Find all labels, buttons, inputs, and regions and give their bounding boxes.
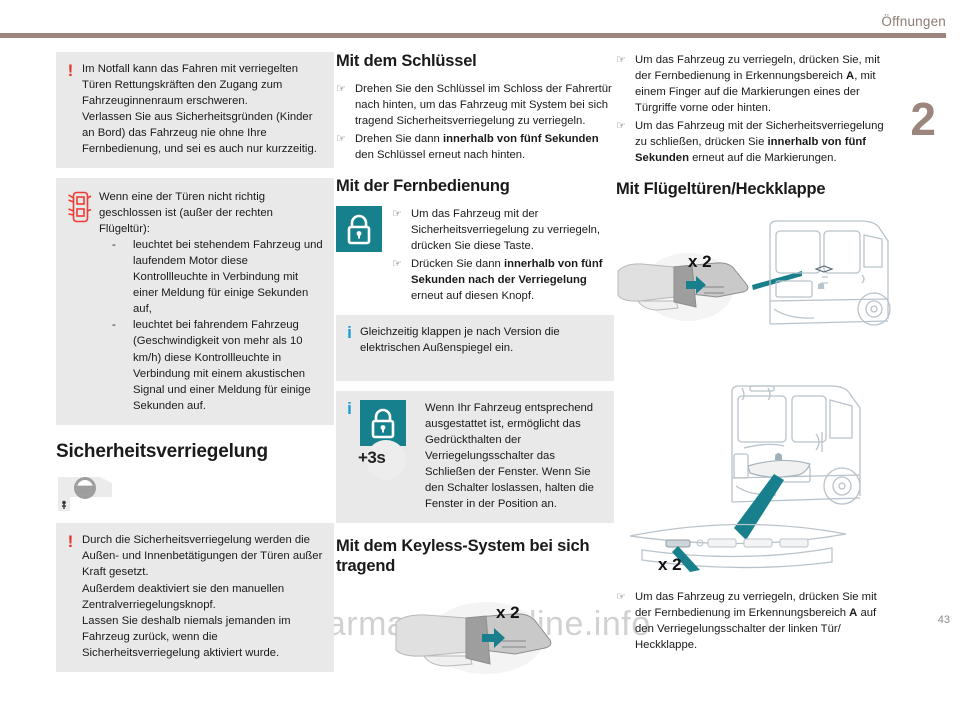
remote-instruction-block: ☞ Um das Fahrzeug mit der Sicherheitsver… [336,205,614,306]
hand-bullet-icon: ☞ [392,257,402,270]
heading-keyless-system: Mit dem Keyless-System bei sich tragend [336,537,590,575]
list-item: ☞ Um das Fahrzeug mit der Sicherheitsver… [616,118,894,166]
tailgate-lock-instruction-list: ☞ Um das Fahrzeug zu verriegeln, drücken… [616,589,894,653]
list-item-text-pre: Um das Fahrzeug zu verriegeln, drücken S… [635,591,877,620]
warning-callout-emergency: ! Im Notfall kann das Fahren mit verrieg… [56,52,334,169]
hand-pressing-remote-illustration: x 2 [336,586,614,691]
heading-sicherheitsverriegelung: Sicherheitsverriegelung [56,440,268,462]
hand-remote-van-rear-illustration: x 2 [616,209,894,364]
list-item-text: leuchtet bei fahrendem Fahrzeug (Geschwi… [133,319,311,412]
lock-button-icon [360,399,406,446]
list-item-text-bold: innerhalb von fünf Sekunden [442,132,599,145]
brand-emblem: ☗ [817,281,825,291]
list-item-text-post: erneut auf die Markierungen. [689,152,837,165]
warning-text-line-1: Im Notfall kann das Fahren mit verriegel… [82,63,298,108]
list-item-text-pre: Drücken Sie dann [411,257,504,270]
warning-icon: ! [67,61,74,80]
list-item: ☞ Drehen Sie dann innerhalb von fünf Sek… [336,131,614,163]
list-item-text-post: erneut auf diesen Knopf. [411,289,535,302]
x2-label: x 2 [496,603,520,622]
list-item: - leuchtet bei fahrendem Fahrzeug (Gesch… [99,317,324,413]
hand-bullet-icon: ☞ [616,120,626,133]
hand-bullet-icon: ☞ [336,132,346,145]
column-middle: Mit dem Schlüssel ☞ Drehen Sie den Schlü… [336,52,614,701]
list-item: - leuchtet bei stehendem Fahrzeug und la… [99,237,324,317]
info-text: Wenn Ihr Fahrzeug entsprechend ausgestat… [425,401,594,511]
plus-3-seconds-icon: +3s [358,439,406,480]
dash-marker: - [112,319,116,332]
warning-text-line-3: Lassen Sie deshalb niemals jemanden im F… [82,614,291,659]
clock-dial [366,439,406,480]
list-item-text-pre: Drehen Sie dann [355,132,443,145]
heading-mit-der-fernbedienung: Mit der Fernbedienung [336,176,510,195]
hand-bullet-icon: ☞ [616,54,626,66]
list-item-text-bold: innerhalb von fünf Sekunden [635,136,867,165]
header-divider [0,33,946,38]
dash-marker: - [112,239,116,252]
page-section-title: Öffnungen [881,14,946,29]
brand-emblem: ☗ [774,452,783,463]
lock-button-icon [336,205,382,252]
steering-wheel-icon [56,473,120,513]
list-item-text-pre: Um das Fahrzeug zu verriegeln, drücken S… [635,54,880,83]
door-ajar-callout: Wenn eine der Türen nicht richtig geschl… [56,178,334,425]
list-item: ☞ Um das Fahrzeug zu verriegeln, drücken… [616,589,894,653]
manual-page: Öffnungen 2 43 carmanualsonline.info ! I… [0,14,950,674]
clock-label: +3s [358,447,386,467]
list-item-text-pre: Drehen Sie den Schlüssel im Schloss der … [355,82,612,127]
info-text: Gleichzeitig klappen je nach Version die… [360,325,560,354]
warning-text-line-2: Außerdem deaktiviert sie den manuellen Z… [82,582,285,611]
list-item-text-pre: Um das Fahrzeug mit der Sicherheitsverri… [635,120,884,149]
remote-instruction-list: ☞ Um das Fahrzeug mit der Sicherheitsver… [392,206,614,304]
van-rear-tailgate-handle-illustration: ☗ x 2 [616,374,894,579]
list-item-text: leuchtet bei stehendem Fahrzeug und lauf… [133,239,323,316]
list-item: ☞ Drehen Sie den Schlüssel im Schloss de… [336,81,614,129]
warning-callout-security-lock: ! Durch die Sicherheitsverriegelung werd… [56,523,334,672]
keyless-lock-instruction-list: ☞ Um das Fahrzeug zu verriegeln, drücken… [616,52,894,166]
list-item: ☞ Um das Fahrzeug mit der Sicherheitsver… [392,206,614,254]
warning-text-line-1: Durch die Sicherheitsverriegelung werden… [82,534,323,579]
hand-bullet-icon: ☞ [392,207,402,220]
list-item-text-bold: innerhalb von fünf Sekunden nach der Ver… [411,257,603,286]
door-ajar-intro: Wenn eine der Türen nicht richtig geschl… [99,191,273,236]
chapter-number: 2 [910,93,936,145]
door-ajar-list: - leuchtet bei stehendem Fahrzeug und la… [99,237,324,413]
info-callout-mirrors: i Gleichzeitig klappen je nach Version d… [336,314,614,381]
list-item-text-bold: A [846,70,855,83]
info-callout-windows: i +3s Wenn Ihr Fahrzeug entsprechend aus [336,390,614,524]
warning-text-line-2: Verlassen Sie aus Sicherheitsgründen (Ki… [82,111,317,156]
heading-fluegeltueren-heckklappe: Mit Flügeltüren/Heckklappe [616,180,826,199]
key-instruction-list: ☞ Drehen Sie den Schlüssel im Schloss de… [336,81,614,163]
list-item: ☞ Drücken Sie dann innerhalb von fünf Se… [392,256,614,304]
list-item-text-pre: Um das Fahrzeug mit der Sicherheitsverri… [411,207,601,252]
page-number: 43 [937,614,950,626]
column-right: ☞ Um das Fahrzeug zu verriegeln, drücken… [616,52,894,655]
window-lock-icon-group: +3s [358,399,418,480]
list-item-text-post: , mit einem Finger auf die Markierungen … [635,70,876,115]
hand-bullet-icon: ☞ [616,591,626,604]
list-item: ☞ Um das Fahrzeug zu verriegeln, drücken… [616,52,894,116]
column-left: ! Im Notfall kann das Fahren mit verrieg… [56,52,334,682]
info-icon: i [347,398,352,418]
door-ajar-warning-icon [66,190,92,229]
list-item-text-bold: A [849,607,858,620]
hand-bullet-icon: ☞ [336,82,346,95]
x2-label: x 2 [688,252,712,271]
x2-label: x 2 [658,555,682,574]
warning-icon: ! [67,532,74,552]
heading-mit-dem-schluessel: Mit dem Schlüssel [336,52,477,70]
info-icon: i [347,322,352,342]
list-item-text-post: den Schlüssel erneut nach hinten. [355,148,526,161]
